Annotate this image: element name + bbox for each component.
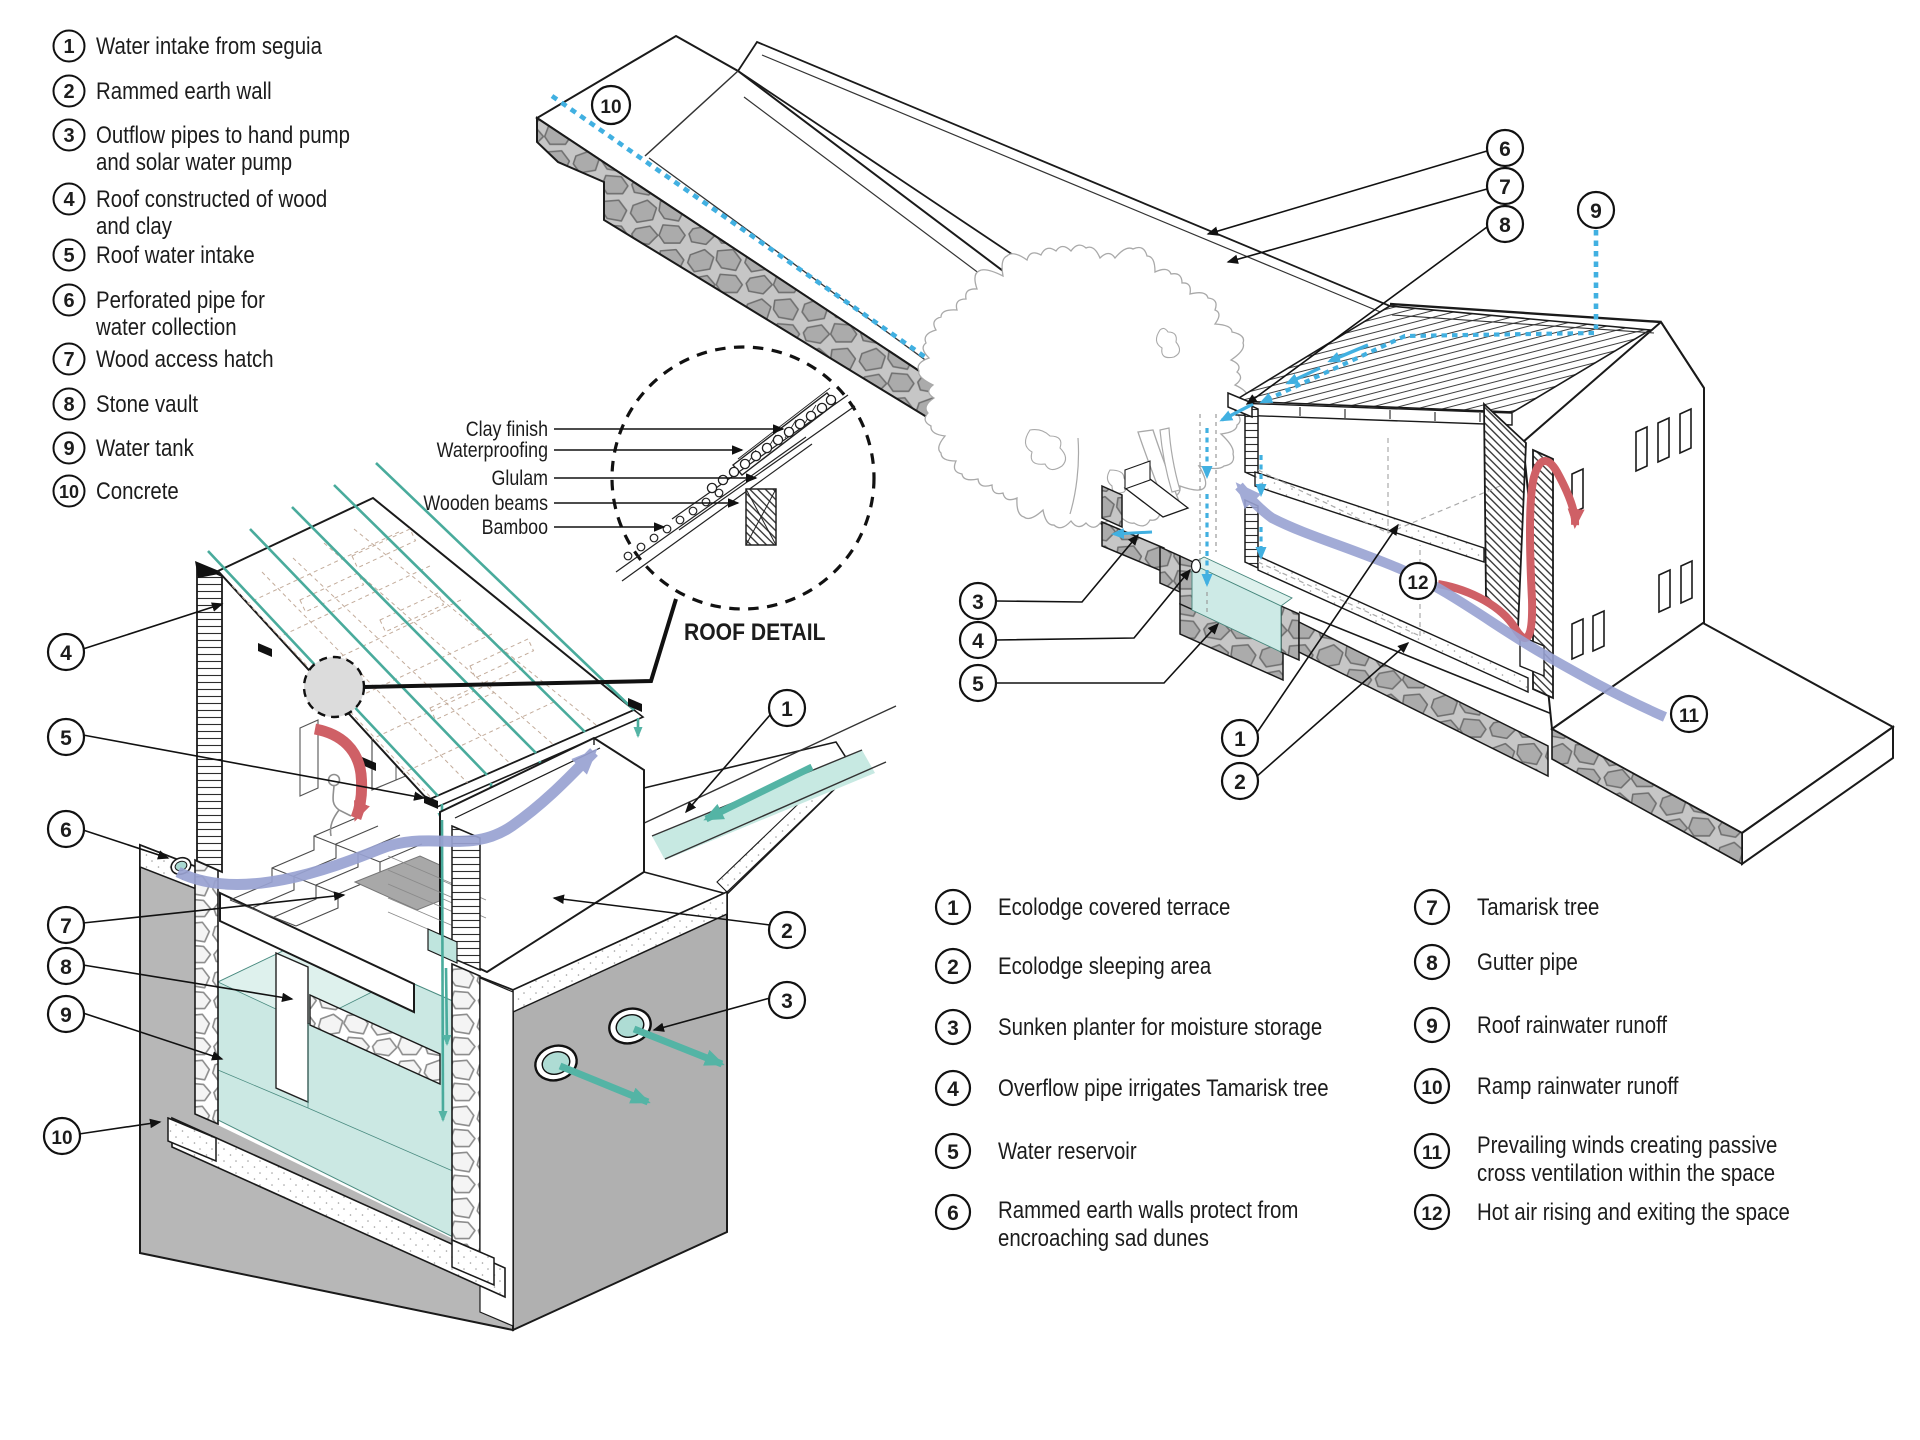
svg-text:Rammed earth walls protect fro: Rammed earth walls protect from bbox=[998, 1196, 1298, 1223]
svg-text:3: 3 bbox=[781, 990, 793, 1013]
svg-text:10: 10 bbox=[600, 97, 621, 118]
svg-text:Concrete: Concrete bbox=[96, 477, 179, 504]
svg-text:10: 10 bbox=[51, 1128, 72, 1149]
svg-text:2: 2 bbox=[781, 920, 793, 943]
svg-text:5: 5 bbox=[947, 1141, 959, 1164]
svg-text:6: 6 bbox=[63, 290, 74, 312]
svg-text:10: 10 bbox=[59, 482, 79, 502]
svg-text:8: 8 bbox=[1499, 214, 1511, 237]
svg-text:Tamarisk tree: Tamarisk tree bbox=[1477, 893, 1599, 920]
svg-text:Water reservoir: Water reservoir bbox=[998, 1137, 1137, 1164]
svg-text:3: 3 bbox=[63, 125, 74, 147]
svg-text:7: 7 bbox=[63, 349, 74, 371]
svg-text:4: 4 bbox=[60, 642, 72, 665]
svg-text:encroaching sad dunes: encroaching sad dunes bbox=[998, 1224, 1209, 1251]
svg-text:Water tank: Water tank bbox=[96, 434, 195, 461]
svg-text:ROOF DETAIL: ROOF DETAIL bbox=[684, 619, 826, 646]
svg-text:7: 7 bbox=[1499, 176, 1511, 199]
svg-text:11: 11 bbox=[1679, 706, 1700, 727]
svg-text:7: 7 bbox=[1426, 897, 1438, 920]
svg-text:Overflow pipe irrigates Tamari: Overflow pipe irrigates Tamarisk tree bbox=[998, 1074, 1329, 1101]
svg-text:5: 5 bbox=[60, 727, 72, 750]
svg-text:Water intake from seguia: Water intake from seguia bbox=[96, 32, 322, 59]
svg-text:3: 3 bbox=[972, 591, 984, 614]
svg-text:6: 6 bbox=[60, 819, 72, 842]
svg-text:and clay: and clay bbox=[96, 212, 173, 239]
svg-text:Wooden beams: Wooden beams bbox=[423, 492, 548, 516]
svg-text:9: 9 bbox=[1590, 200, 1602, 223]
svg-text:Glulam: Glulam bbox=[492, 467, 548, 491]
svg-text:6: 6 bbox=[1499, 138, 1511, 161]
svg-text:Rammed earth wall: Rammed earth wall bbox=[96, 77, 272, 104]
svg-text:2: 2 bbox=[1234, 771, 1246, 794]
svg-text:Hot air rising and exiting the: Hot air rising and exiting the space bbox=[1477, 1198, 1790, 1225]
svg-text:Perforated pipe for: Perforated pipe for bbox=[96, 286, 265, 313]
svg-text:5: 5 bbox=[972, 673, 984, 696]
svg-text:1: 1 bbox=[63, 36, 74, 58]
svg-text:Bamboo: Bamboo bbox=[482, 516, 549, 540]
svg-text:10: 10 bbox=[1421, 1078, 1442, 1099]
svg-text:4: 4 bbox=[947, 1078, 959, 1101]
svg-text:12: 12 bbox=[1407, 573, 1428, 594]
svg-text:2: 2 bbox=[947, 956, 959, 979]
svg-text:4: 4 bbox=[63, 189, 75, 211]
svg-text:1: 1 bbox=[947, 897, 959, 920]
svg-text:1: 1 bbox=[1234, 728, 1246, 751]
svg-text:3: 3 bbox=[947, 1017, 959, 1040]
svg-text:5: 5 bbox=[63, 245, 74, 267]
svg-text:Prevailing winds creating pass: Prevailing winds creating passive bbox=[1477, 1131, 1777, 1158]
svg-text:Wood access hatch: Wood access hatch bbox=[96, 345, 274, 372]
svg-text:8: 8 bbox=[63, 394, 74, 416]
svg-text:Clay finish: Clay finish bbox=[466, 418, 548, 442]
svg-text:2: 2 bbox=[63, 81, 74, 103]
svg-text:cross ventilation within the s: cross ventilation within the space bbox=[1477, 1159, 1775, 1186]
svg-text:Sunken planter for moisture st: Sunken planter for moisture storage bbox=[998, 1013, 1322, 1040]
svg-text:Roof rainwater runoff: Roof rainwater runoff bbox=[1477, 1011, 1668, 1038]
svg-text:4: 4 bbox=[972, 630, 984, 653]
svg-text:Roof constructed of wood: Roof constructed of wood bbox=[96, 185, 327, 212]
svg-text:11: 11 bbox=[1422, 1143, 1443, 1164]
svg-text:and solar water pump: and solar water pump bbox=[96, 148, 292, 175]
svg-text:6: 6 bbox=[947, 1202, 959, 1225]
svg-text:Outflow pipes to hand pump: Outflow pipes to hand pump bbox=[96, 121, 350, 148]
svg-text:Gutter pipe: Gutter pipe bbox=[1477, 948, 1578, 975]
svg-text:Roof water intake: Roof water intake bbox=[96, 241, 255, 268]
svg-text:Ramp rainwater runoff: Ramp rainwater runoff bbox=[1477, 1072, 1679, 1099]
svg-text:Ecolodge sleeping area: Ecolodge sleeping area bbox=[998, 952, 1212, 979]
svg-text:7: 7 bbox=[60, 915, 72, 938]
svg-text:1: 1 bbox=[781, 698, 793, 721]
svg-text:8: 8 bbox=[60, 956, 72, 979]
svg-text:9: 9 bbox=[63, 438, 74, 460]
svg-text:12: 12 bbox=[1421, 1204, 1442, 1225]
svg-text:Ecolodge covered terrace: Ecolodge covered terrace bbox=[998, 893, 1230, 920]
svg-text:9: 9 bbox=[60, 1004, 72, 1027]
svg-text:9: 9 bbox=[1426, 1015, 1438, 1038]
svg-text:Waterproofing: Waterproofing bbox=[437, 439, 548, 463]
svg-text:8: 8 bbox=[1426, 952, 1438, 975]
svg-text:Stone vault: Stone vault bbox=[96, 390, 199, 417]
svg-text:water collection: water collection bbox=[95, 313, 236, 340]
